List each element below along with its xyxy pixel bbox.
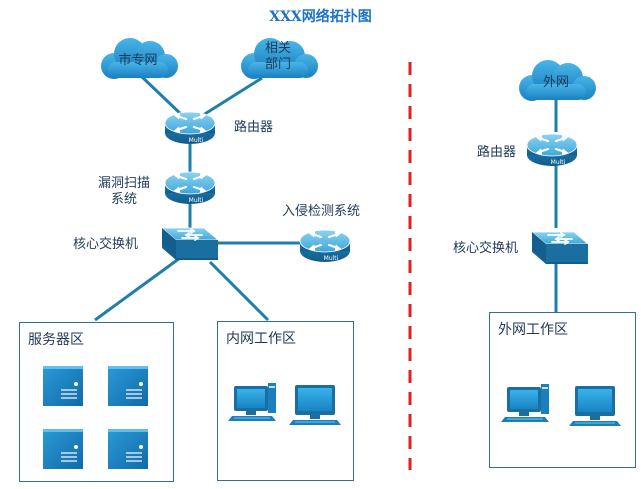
- diagram-title: XXX网络拓扑图: [269, 9, 372, 25]
- server-zone-label: 服务器区: [28, 332, 84, 348]
- workstation-icon: [227, 382, 277, 422]
- multi-tag: Multi: [324, 255, 339, 262]
- multi-tag: Multi: [189, 137, 204, 144]
- label-ids: 入侵检测系统: [282, 204, 361, 219]
- label-core-switch-right: 核心交换机: [453, 241, 519, 256]
- extranet-zone-label: 外网工作区: [498, 322, 568, 338]
- multi-tag: Multi: [551, 159, 566, 166]
- intranet-work-zone: 内网工作区: [217, 321, 354, 481]
- workstation-icon: [568, 385, 622, 427]
- server-icon: [42, 365, 84, 407]
- switch-icon: [531, 231, 589, 265]
- link-core-intranet-zone: [208, 260, 270, 322]
- workstation-icon: [288, 384, 342, 426]
- cloud-label-line: 部门: [264, 57, 291, 72]
- label-router-left: 路由器: [234, 120, 274, 135]
- label-vuln-scanner: 漏洞扫描 系统: [92, 176, 156, 208]
- link-lines-left: [94, 73, 300, 322]
- multi-tag: Multi: [189, 197, 204, 204]
- extranet-work-zone: 外网工作区: [489, 312, 636, 468]
- cloud-label-external-net: 外网: [542, 75, 569, 90]
- switch-icon: [161, 227, 219, 261]
- server-group: [42, 365, 149, 470]
- workstation-icon: [500, 383, 550, 423]
- label-core-switch-left: 核心交换机: [73, 237, 139, 252]
- link-citynet-router: [138, 73, 187, 120]
- cloud-label-city-net: 市专网: [118, 53, 158, 68]
- cloud-label-related-dept: 相关 部门: [253, 41, 303, 73]
- label-router-right: 路由器: [477, 145, 517, 160]
- intranet-zone-label: 内网工作区: [226, 331, 296, 347]
- workstation-group: [500, 383, 622, 427]
- server-icon: [107, 428, 149, 470]
- label-line: 系统: [110, 192, 137, 207]
- server-zone: 服务器区: [19, 322, 174, 482]
- server-icon: [42, 428, 84, 470]
- workstation-group: [227, 382, 342, 426]
- label-line: 漏洞扫描: [97, 176, 150, 191]
- server-icon: [107, 365, 149, 407]
- link-dept-router: [199, 76, 263, 119]
- cloud-label-line: 相关: [264, 41, 291, 56]
- link-core-server-zone: [94, 256, 181, 322]
